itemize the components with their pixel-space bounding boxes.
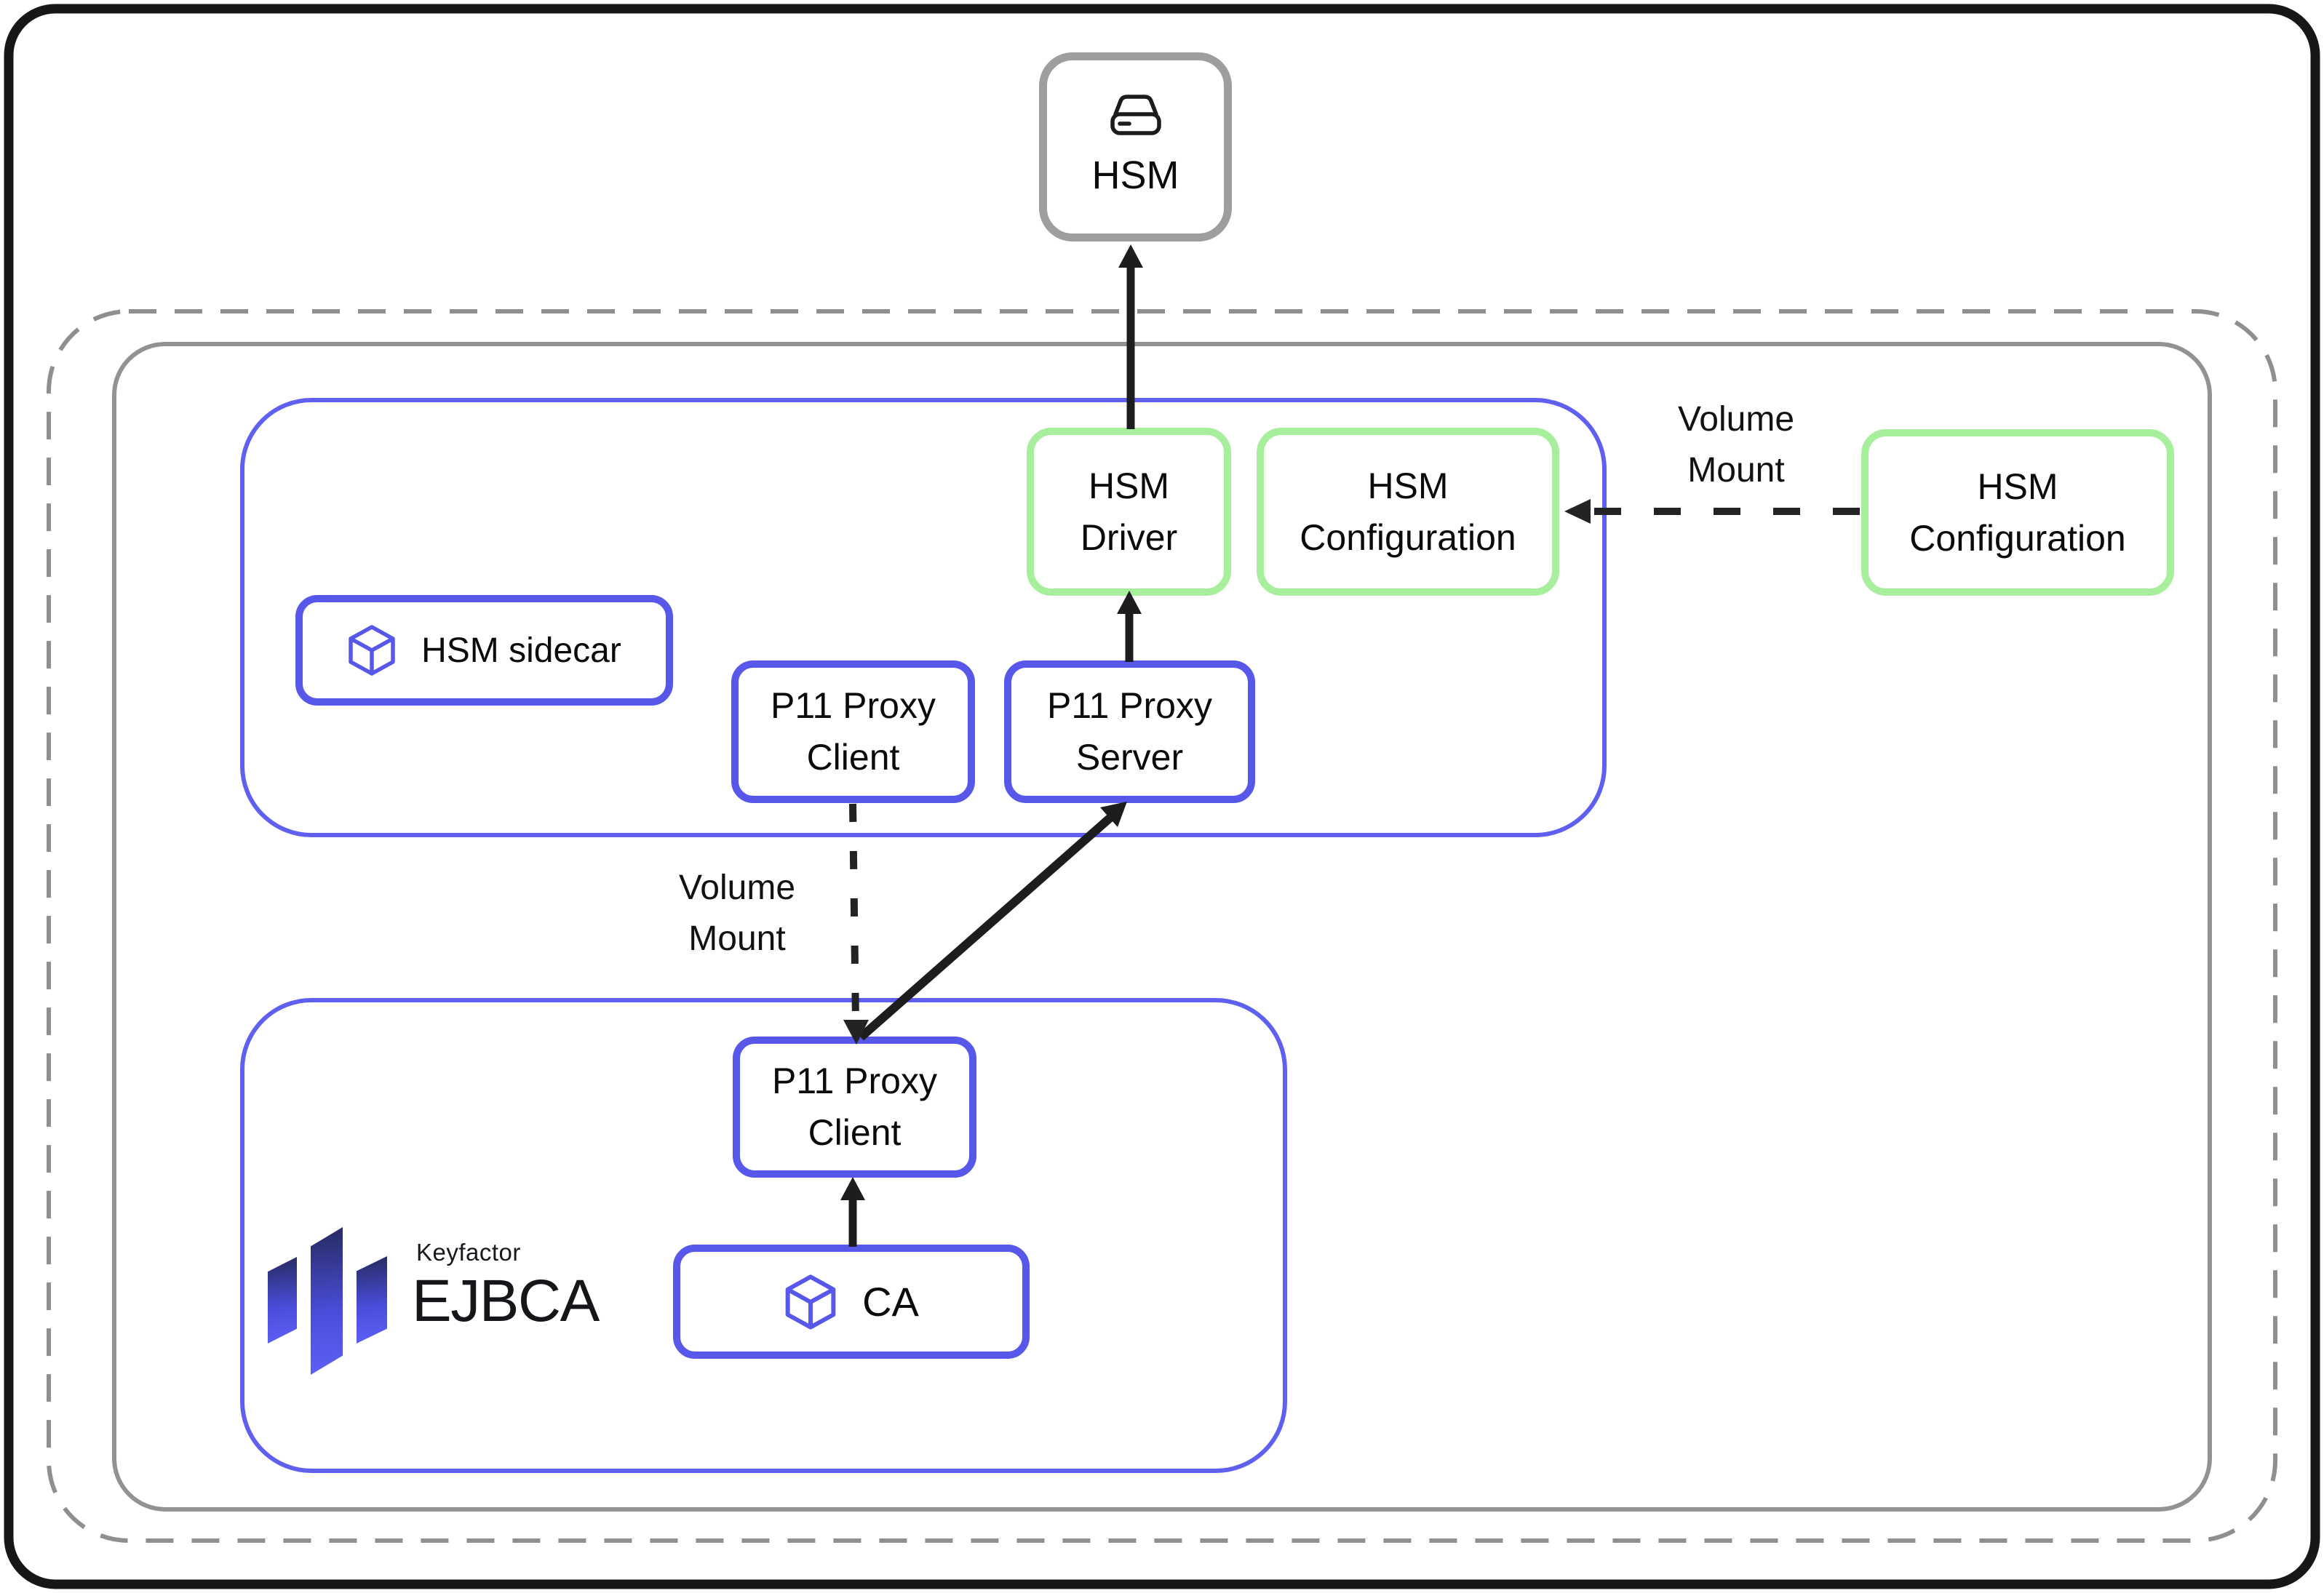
- p11-proxy-server-node: P11 Proxy Server: [1004, 660, 1255, 803]
- hsm-driver-label-line1: HSM: [1088, 465, 1170, 506]
- volume-mount-external-line2: Mount: [1687, 451, 1785, 490]
- hsm-sidecar-node: HSM sidecar: [295, 595, 673, 706]
- hsm-configuration-sidecar-line1: HSM: [1367, 465, 1449, 506]
- ca-label: CA: [862, 1279, 919, 1325]
- volume-mount-internal-line2: Mount: [688, 919, 786, 958]
- p11-proxy-client-ejbca-line1: P11 Proxy: [772, 1061, 937, 1101]
- p11-proxy-client-sidecar-node: P11 Proxy Client: [731, 660, 975, 803]
- hsm-node: HSM: [1039, 52, 1232, 241]
- keyfactor-logo-bar: [311, 1227, 343, 1375]
- hsm-driver-label-line2: Driver: [1080, 516, 1178, 558]
- drive-icon: [1110, 94, 1161, 135]
- hsm-configuration-external-line2: Configuration: [1909, 517, 2126, 559]
- volume-mount-internal-line1: Volume: [678, 869, 796, 907]
- volume-mount-external-line1: Volume: [1677, 400, 1795, 439]
- keyfactor-logo-bar: [268, 1257, 297, 1344]
- hsm-configuration-external-node: HSM Configuration: [1861, 429, 2174, 596]
- arrow-ca-to-client: [840, 1177, 865, 1247]
- volume-mount-label-external: Volume Mount: [1576, 394, 1896, 496]
- hsm-configuration-sidecar-node: HSM Configuration: [1257, 428, 1559, 596]
- arrow-driver-to-hsm: [1118, 244, 1143, 429]
- arrow-server-to-driver: [1117, 591, 1142, 662]
- hsm-driver-node: HSM Driver: [1027, 428, 1231, 596]
- keyfactor-wordmark: Keyfactor: [416, 1239, 521, 1266]
- volume-mount-label-internal: Volume Mount: [577, 863, 897, 965]
- p11-proxy-server-line1: P11 Proxy: [1047, 685, 1212, 726]
- p11-proxy-client-ejbca-line2: Client: [808, 1112, 902, 1153]
- hsm-configuration-sidecar-line2: Configuration: [1300, 516, 1516, 558]
- hsm-sidecar-label: HSM sidecar: [421, 631, 621, 670]
- arrow-client-to-server: [858, 802, 1127, 1041]
- keyfactor-logo-bar: [357, 1256, 387, 1344]
- hsm-configuration-external-line1: HSM: [1977, 466, 2058, 507]
- p11-proxy-server-line2: Server: [1075, 737, 1184, 778]
- ejbca-wordmark: EJBCA: [412, 1268, 600, 1334]
- arrow-volume-mount-external: [1564, 499, 1860, 524]
- ca-node: CA: [673, 1245, 1030, 1359]
- cube-icon: [349, 625, 395, 676]
- p11-proxy-client-sidecar-line1: P11 Proxy: [771, 685, 936, 726]
- cube-icon: [785, 1274, 836, 1330]
- p11-proxy-client-ejbca-node: P11 Proxy Client: [733, 1037, 976, 1178]
- p11-proxy-client-sidecar-line2: Client: [806, 737, 900, 778]
- hsm-node-label: HSM: [1091, 153, 1179, 197]
